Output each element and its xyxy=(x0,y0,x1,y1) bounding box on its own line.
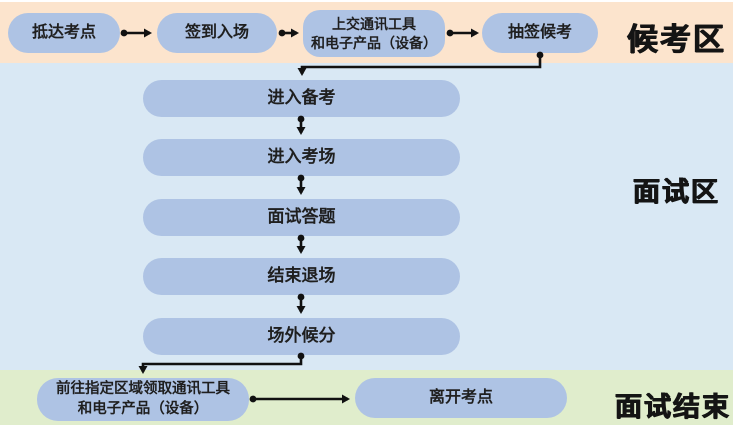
node-check-in: 签到入场 xyxy=(157,13,277,53)
zone-label-waiting: 候考区 xyxy=(627,22,726,57)
zone-label-interview: 面试区 xyxy=(633,177,720,207)
node-arrive-site: 抵达考点 xyxy=(8,13,120,53)
node-draw-lots-wait: 抽签候考 xyxy=(482,13,598,53)
node-leave-site: 离开考点 xyxy=(355,378,567,418)
node-finish-exit: 结束退场 xyxy=(143,258,460,295)
node-wait-for-score: 场外候分 xyxy=(143,318,460,355)
zone-label-end: 面试结束 xyxy=(615,392,731,422)
node-enter-preparation: 进入备考 xyxy=(143,80,460,117)
node-interview-answer: 面试答题 xyxy=(143,199,460,236)
node-enter-exam-room: 进入考场 xyxy=(143,139,460,176)
node-handin-devices: 上交通讯工具 和电子产品（设备） xyxy=(303,10,445,57)
node-collect-devices: 前往指定区域领取通讯工具 和电子产品（设备） xyxy=(37,378,249,421)
